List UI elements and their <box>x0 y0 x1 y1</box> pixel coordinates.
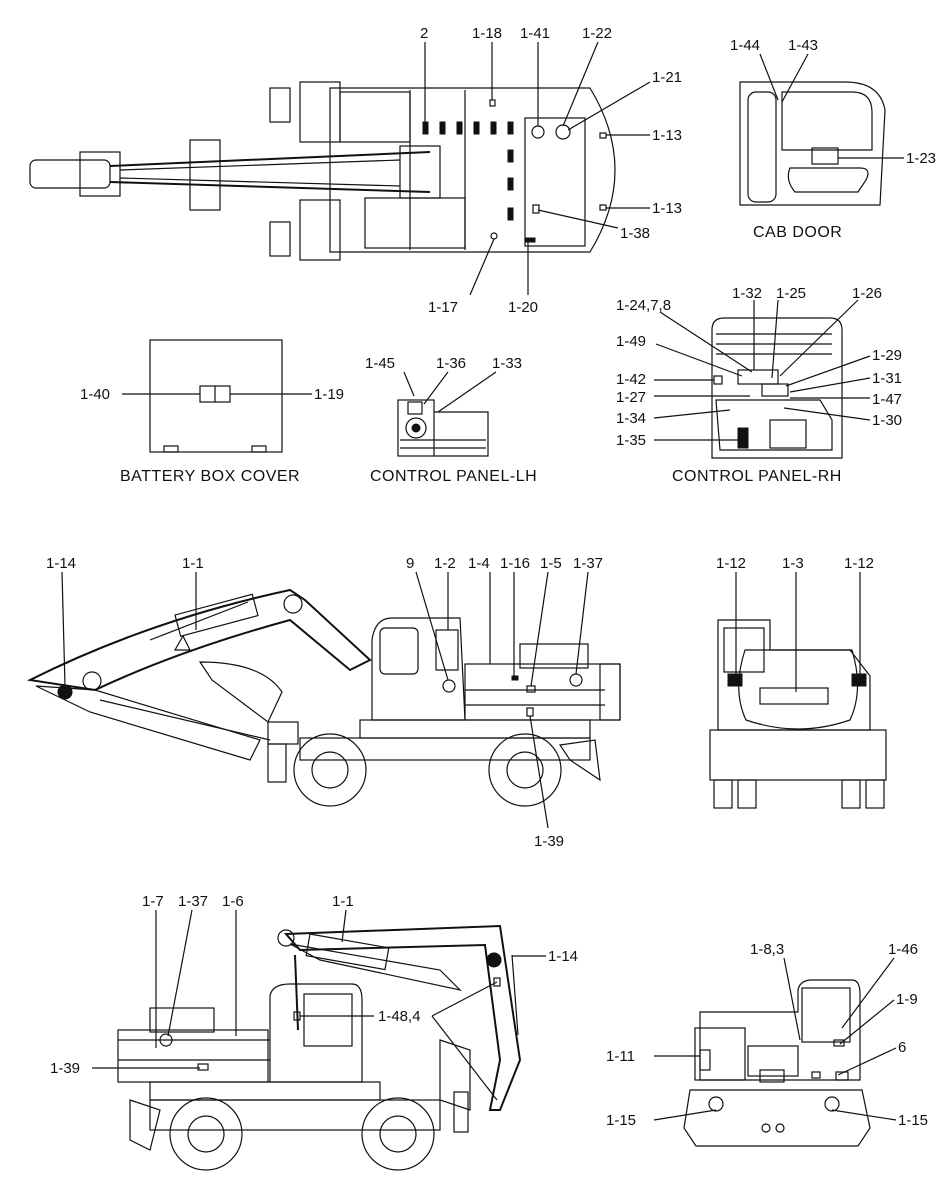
label-1-32: 1-32 <box>732 285 762 302</box>
label-1-13-upper: 1-13 <box>652 127 682 144</box>
front-view: 1-8,3 1-46 1-9 6 1-11 1-15 1-15 <box>606 941 928 1147</box>
caption-cab-door: CAB DOOR <box>753 224 842 241</box>
label-1-39: 1-39 <box>50 1060 80 1077</box>
label-1-6: 1-6 <box>222 893 244 910</box>
caption-control-panel-lh: CONTROL PANEL-LH <box>370 468 537 485</box>
label-1-4: 1-4 <box>468 555 490 572</box>
label-1-39: 1-39 <box>534 833 564 850</box>
label-1-18: 1-18 <box>472 25 502 42</box>
label-1-40: 1-40 <box>80 386 110 403</box>
label-1-12-right: 1-12 <box>844 555 874 572</box>
label-1-15-right: 1-15 <box>898 1112 928 1129</box>
label-1-1: 1-1 <box>182 555 204 572</box>
label-1-22: 1-22 <box>582 25 612 42</box>
label-1-43: 1-43 <box>788 37 818 54</box>
label-6: 6 <box>898 1039 906 1056</box>
label-1-30: 1-30 <box>872 412 902 429</box>
label-1-36: 1-36 <box>436 355 466 372</box>
label-1-16: 1-16 <box>500 555 530 572</box>
label-1-8-3: 1-8,3 <box>750 941 784 958</box>
label-1-2: 1-2 <box>434 555 456 572</box>
label-9: 9 <box>406 555 414 572</box>
label-1-26: 1-26 <box>852 285 882 302</box>
control-panel-rh-view: 1-24,7,8 1-32 1-25 1-26 1-49 1-29 1-42 1… <box>616 285 902 485</box>
left-side-view: 1-14 1-1 9 1-2 1-4 1-16 1-5 1-37 1-39 <box>26 555 621 850</box>
label-1-35: 1-35 <box>616 432 646 449</box>
caption-control-panel-rh: CONTROL PANEL-RH <box>672 468 842 485</box>
label-1-15-left: 1-15 <box>606 1112 636 1129</box>
label-1-47: 1-47 <box>872 391 902 408</box>
label-1-42: 1-42 <box>616 371 646 388</box>
label-1-1: 1-1 <box>332 893 354 910</box>
top-view: 2 1-18 1-41 1-22 1-21 1-13 1-13 1-38 1-1… <box>29 25 682 316</box>
label-1-11: 1-11 <box>606 1048 635 1065</box>
label-1-49: 1-49 <box>616 333 646 350</box>
label-1-37: 1-37 <box>178 893 208 910</box>
label-1-24-7-8: 1-24,7,8 <box>616 297 671 314</box>
right-side-view: 1-7 1-37 1-6 1-1 1-14 1-48,4 1-39 <box>50 893 578 1171</box>
label-1-45: 1-45 <box>365 355 395 372</box>
label-1-13-lower: 1-13 <box>652 200 682 217</box>
label-1-33: 1-33 <box>492 355 522 372</box>
label-1-20: 1-20 <box>508 299 538 316</box>
label-1-21: 1-21 <box>652 69 682 86</box>
rear-view: 1-12 1-3 1-12 <box>709 555 887 809</box>
label-1-7: 1-7 <box>142 893 164 910</box>
label-1-5: 1-5 <box>540 555 562 572</box>
label-1-17: 1-17 <box>428 299 458 316</box>
label-1-3: 1-3 <box>782 555 804 572</box>
label-1-46: 1-46 <box>888 941 918 958</box>
label-1-38: 1-38 <box>620 225 650 242</box>
caption-battery-box-cover: BATTERY BOX COVER <box>120 468 300 485</box>
battery-box-cover-view: 1-40 1-19 BATTERY BOX COVER <box>80 339 344 485</box>
label-1-14: 1-14 <box>46 555 76 572</box>
label-1-27: 1-27 <box>616 389 646 406</box>
label-1-41: 1-41 <box>520 25 550 42</box>
label-1-34: 1-34 <box>616 410 646 427</box>
label-1-44: 1-44 <box>730 37 760 54</box>
label-1-23: 1-23 <box>906 150 936 167</box>
label-1-48-4: 1-48,4 <box>378 1008 421 1025</box>
label-1-12-left: 1-12 <box>716 555 746 572</box>
label-1-29: 1-29 <box>872 347 902 364</box>
label-1-19: 1-19 <box>314 386 344 403</box>
label-1-31: 1-31 <box>872 370 902 387</box>
label-1-14: 1-14 <box>548 948 578 965</box>
label-1-25: 1-25 <box>776 285 806 302</box>
cab-door-view: 1-44 1-43 1-23 CAB DOOR <box>730 37 936 241</box>
label-1-9: 1-9 <box>896 991 918 1008</box>
label-2: 2 <box>420 25 428 42</box>
label-1-37: 1-37 <box>573 555 603 572</box>
control-panel-lh-view: 1-45 1-36 1-33 CONTROL PANEL-LH <box>365 355 537 485</box>
